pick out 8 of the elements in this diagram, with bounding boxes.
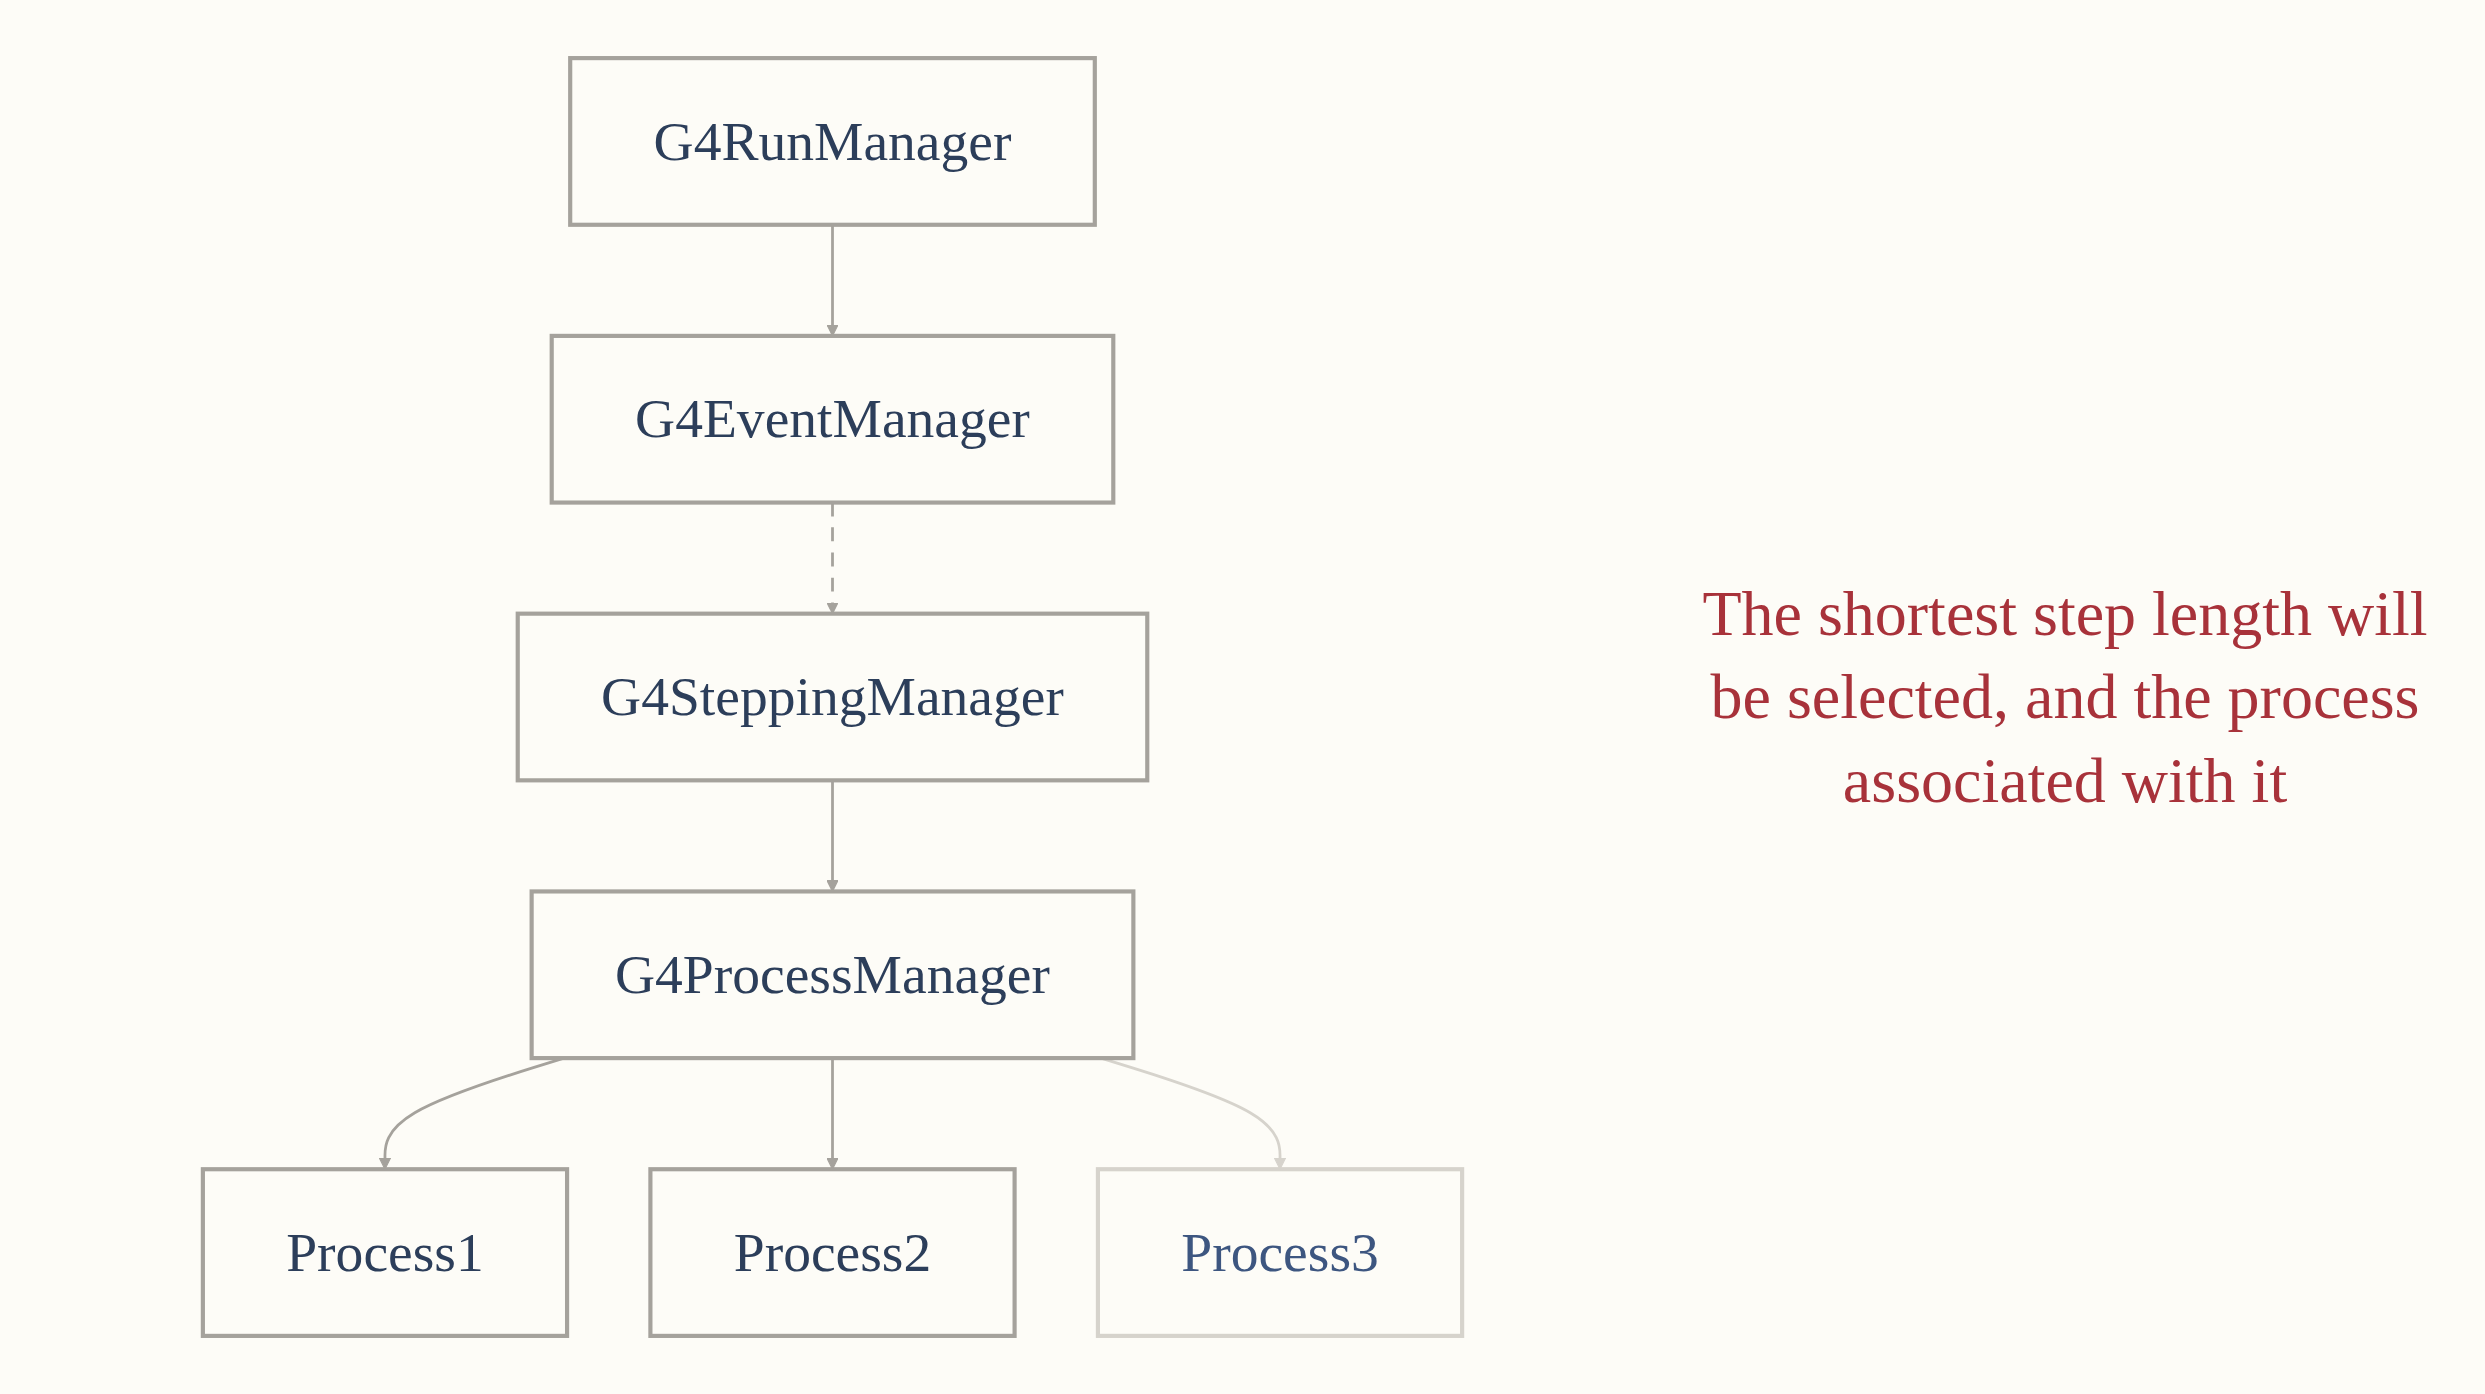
node-box: Process2: [648, 1167, 1017, 1338]
node-box: G4EventManager: [549, 333, 1116, 505]
node-box: G4RunManager: [568, 56, 1097, 227]
node-box: G4ProcessManager: [529, 889, 1136, 1061]
node-box: Process3: [1095, 1167, 1465, 1338]
note-text: The shortest step length will be selected, and the process associated with it: [1701, 577, 2429, 818]
node-box: Process1: [200, 1167, 570, 1338]
node-box: G4SteppingManager: [515, 611, 1150, 783]
